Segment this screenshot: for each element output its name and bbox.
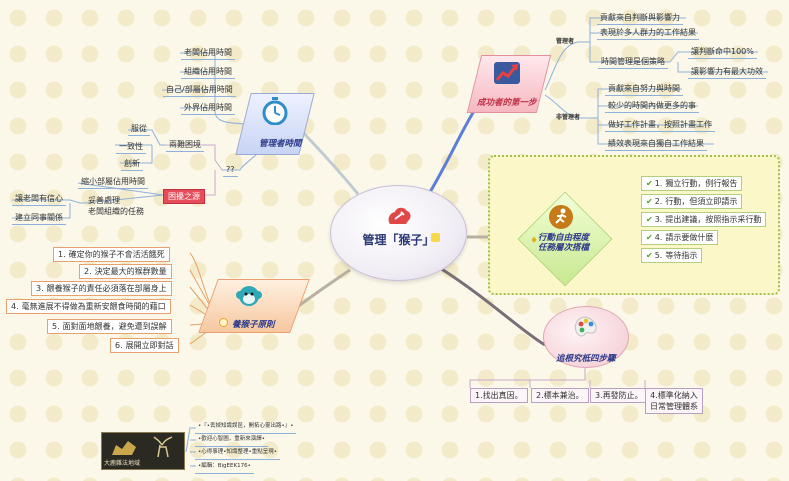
time-item[interactable]: 自己/部屬佔用時間 <box>163 84 236 97</box>
monkey-icon <box>236 286 262 306</box>
proper-item[interactable]: 建立同事關係 <box>12 212 66 225</box>
time-item[interactable]: 外界佔用時間 <box>181 102 235 115</box>
origin-topic-shape[interactable] <box>543 306 629 368</box>
origin-item[interactable]: 3.再發防止。 <box>590 388 648 403</box>
footer-line: •心得事理•知識整理•重點呈現• <box>195 447 280 460</box>
freedom-topic-label: 行動自由程度 任務層次搭檔 <box>538 233 590 253</box>
pen-wrench-icon <box>388 207 411 224</box>
runner-icon <box>549 205 573 229</box>
monkey-rule[interactable]: 6.展開立即對話 <box>110 338 179 353</box>
manager-item[interactable]: 貢獻來自判斷與影響力 <box>597 12 683 25</box>
dilemma-item[interactable]: 創新 <box>121 158 143 171</box>
non-manager-node[interactable]: 非管理者 <box>556 114 581 121</box>
freedom-bulb-icon: ♦ <box>530 236 539 246</box>
reduce-item[interactable]: 縮小部屬佔用時間 <box>78 176 148 189</box>
footer-line: •編輯：BigEEK176• <box>195 461 254 474</box>
success-topic-label: 成功者的第一步 <box>477 98 537 108</box>
dilemma-item[interactable]: 一致性 <box>116 141 146 154</box>
cause-node[interactable]: 困擾之源 <box>163 189 205 204</box>
question-node[interactable]: ?? <box>223 164 238 177</box>
non-manager-item[interactable]: 做好工作計畫，按照計畫工作 <box>605 119 715 132</box>
strategy-node[interactable]: 時間管理是個策略 <box>598 56 668 69</box>
time-item[interactable]: 組織佔用時間 <box>181 66 235 79</box>
freedom-item[interactable]: ✔1.獨立行動，例行報告 <box>641 176 743 191</box>
logo-caption: 大鹿雜法地域 <box>104 460 141 467</box>
check-icon: ✔ <box>646 233 653 242</box>
non-manager-item[interactable]: 貢獻來自努力與時間 <box>605 83 683 96</box>
non-manager-item[interactable]: 較少的時間內做更多的事 <box>605 100 699 113</box>
origin-item[interactable]: 4.標準化納入 日常管理體系 <box>645 388 703 414</box>
footer-line: •『•丟掉知識誤區，開拓心靈出路•』• <box>195 421 297 434</box>
time-topic-label: 管理者時間 <box>259 139 302 149</box>
central-topic[interactable]: 管理「猴子」 <box>330 185 467 281</box>
origin-topic-label: 追根究柢四步驟 <box>556 354 616 364</box>
proper-item[interactable]: 讓老闆有信心 <box>12 193 66 206</box>
logo-image: 大鹿雜法地域 <box>101 432 185 470</box>
check-icon: ✔ <box>646 251 653 260</box>
footer-line: •歡迎心智圖，重新來演繹• <box>195 434 268 447</box>
manager-node[interactable]: 管理者 <box>556 38 575 45</box>
palette-icon <box>574 316 597 337</box>
monkey-topic-label: 養猴子原則 <box>232 320 275 330</box>
freedom-item[interactable]: ✔4.請示要做什麼 <box>641 230 719 245</box>
proper-handling-node[interactable]: 妥善處理 老闆組織的任務 <box>88 196 144 216</box>
dilemma-item[interactable]: 服從 <box>128 123 150 136</box>
origin-item[interactable]: 2.標本兼治。 <box>531 388 589 403</box>
central-topic-title: 管理「猴子」 <box>362 233 435 247</box>
trend-chart-icon <box>494 62 520 84</box>
origin-item[interactable]: 1.找出真因。 <box>470 388 528 403</box>
non-manager-item[interactable]: 績效表現來自獨自工作結果 <box>605 138 707 151</box>
check-icon: ✔ <box>646 179 653 188</box>
deer-logo-icon <box>112 436 173 458</box>
freedom-item[interactable]: ✔2.行動，但須立即請示 <box>641 194 743 209</box>
freedom-item[interactable]: ✔3.提出建議，按照指示采行動 <box>641 212 767 227</box>
stopwatch-icon <box>262 97 288 125</box>
check-icon: ✔ <box>646 215 653 224</box>
check-icon: ✔ <box>646 197 653 206</box>
monkey-rule[interactable]: 4.毫無進展不得做為重新安餵食時間的藉口 <box>6 299 171 314</box>
freedom-item[interactable]: ✔5.等待指示 <box>641 248 703 263</box>
monkey-circle-icon <box>219 318 228 327</box>
monkey-rule[interactable]: 1.確定你的猴子不會活活餓死 <box>53 247 170 262</box>
strategy-item[interactable]: 讓影響力有最大功效 <box>688 66 766 79</box>
note-icon[interactable] <box>431 233 440 242</box>
monkey-rule[interactable]: 3.餵養猴子的責任必須落在部屬身上 <box>31 281 172 296</box>
manager-item[interactable]: 表現於多人群力的工作結果 <box>597 27 699 40</box>
monkey-rule[interactable]: 5.面對面地餵養，避免遭到誤解 <box>47 319 172 334</box>
dilemma-node[interactable]: 兩難困境 <box>166 139 204 152</box>
time-item[interactable]: 老闆佔用時間 <box>181 47 235 60</box>
monkey-rule[interactable]: 2.決定最大的猴群數量 <box>79 264 172 279</box>
strategy-item[interactable]: 讓判斷命中100% <box>688 46 757 59</box>
